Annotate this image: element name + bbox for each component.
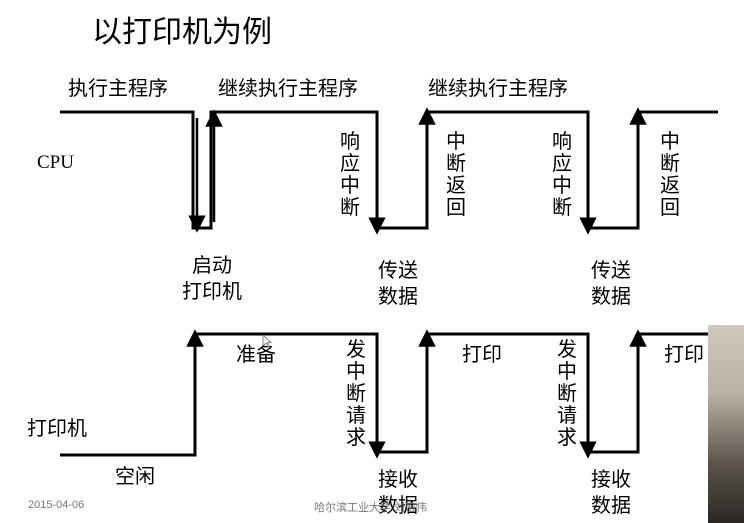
- presenter-video-strip: [708, 325, 744, 523]
- cpu-waveform: [60, 110, 718, 230]
- footer-date: 2015-04-06: [28, 499, 85, 511]
- mouse-pointer-icon: [262, 334, 272, 348]
- respond-interrupt-label-2: 响应中断: [552, 129, 572, 219]
- interrupt-return-label-2: 中断返回: [660, 129, 680, 219]
- respond-interrupt-label-1: 响应中断: [340, 129, 360, 219]
- printer-waveform: [60, 332, 708, 457]
- page-title: 以打印机为例: [92, 15, 272, 50]
- interrupt-request-label-2: 发中断请求: [557, 337, 577, 449]
- interrupt-return-label-1: 中断返回: [446, 129, 466, 219]
- cpu-segment-label-2: 继续执行主程序: [218, 76, 358, 100]
- footer-author: 哈尔滨工业大学 刘宏伟: [314, 502, 428, 514]
- cpu-segment-label-1: 执行主程序: [68, 76, 168, 100]
- interrupt-request-label-1: 发中断请求: [346, 337, 366, 449]
- receive-data-label-2: 接收 数据: [591, 467, 631, 517]
- receive-data-label-1: 接收 数据: [378, 467, 418, 517]
- start-printer-label: 启动 打印机: [182, 253, 242, 303]
- printer-row-label: 打印机: [27, 416, 87, 440]
- transfer-data-label-1: 传送 数据: [378, 258, 418, 308]
- print-label-1: 打印: [462, 342, 502, 366]
- cpu-row-label: CPU: [37, 152, 74, 173]
- prepare-label: 准备: [236, 342, 276, 366]
- transfer-data-label-2: 传送 数据: [591, 258, 631, 308]
- print-label-2: 打印: [664, 342, 704, 366]
- idle-label: 空闲: [115, 464, 155, 488]
- cpu-segment-label-3: 继续执行主程序: [428, 76, 568, 100]
